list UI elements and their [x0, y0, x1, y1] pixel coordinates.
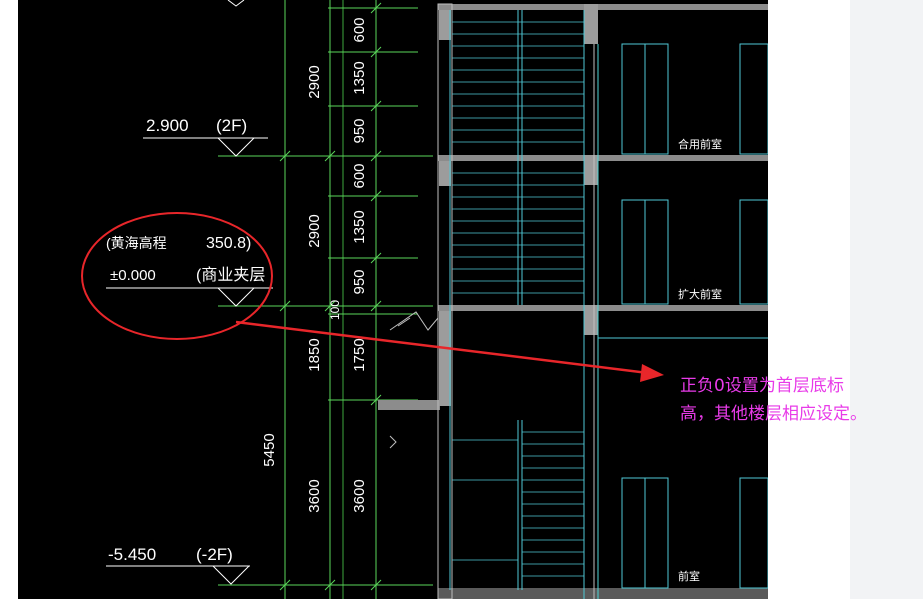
level-0-value: ±0.000	[110, 267, 156, 284]
cad-drawing-canvas[interactable]: 2.900 (2F) (黄海高程 350.8) ±0.000 (商业夹层 -5.…	[18, 0, 769, 600]
level-labels: 2.900 (2F) (黄海高程 350.8) ±0.000 (商业夹层 -5.…	[106, 116, 265, 564]
dim-1750: 1750	[351, 338, 368, 371]
dim-5450: 5450	[261, 433, 278, 466]
level-0-floor: (商业夹层	[196, 266, 265, 284]
dim-1850: 1850	[306, 338, 323, 371]
dim-950-a: 950	[351, 118, 368, 143]
dim-3600-b: 3600	[351, 479, 368, 512]
level-0-note-prefix: (黄海高程	[106, 235, 167, 251]
level-minus-2f-value: -5.450	[108, 545, 156, 564]
room-label-1: 合用前室	[678, 137, 722, 151]
level-2f-floor: (2F)	[216, 116, 247, 135]
doors	[598, 43, 769, 589]
dim-950-b: 950	[351, 269, 368, 294]
level-2f-value: 2.900	[146, 116, 189, 135]
building-section	[378, 3, 768, 600]
level-minus-2f-floor: (-2F)	[196, 545, 233, 564]
level-markers	[106, 0, 273, 585]
dim-1350-a: 1350	[351, 61, 368, 94]
stair-treads	[389, 10, 585, 599]
dim-600-b: 600	[351, 163, 368, 188]
dimension-lines	[218, 0, 433, 599]
level-0-note-value: 350.8)	[206, 235, 251, 252]
left-gutter	[0, 0, 18, 599]
dim-1350-b: 1350	[351, 210, 368, 243]
dim-3600-a: 3600	[306, 479, 323, 512]
dim-2900-a: 2900	[306, 65, 323, 98]
annotation-text-line-1: 正负0设置为首层底标	[680, 376, 844, 396]
dimension-texts: 600 1350 950 600 1350 950 2900 2900 100 …	[261, 17, 368, 512]
room-labels: 合用前室 扩大前室 前室	[678, 137, 722, 583]
annotation-text-line-2: 高，其他楼层相应设定。	[680, 404, 867, 424]
room-label-2: 扩大前室	[678, 287, 722, 301]
room-label-3: 前室	[678, 569, 700, 583]
section-drawing: 2.900 (2F) (黄海高程 350.8) ±0.000 (商业夹层 -5.…	[106, 0, 769, 600]
dim-2900-b: 2900	[306, 214, 323, 247]
dim-100: 100	[328, 300, 342, 320]
right-side-panel	[850, 0, 923, 599]
dim-600-a: 600	[351, 17, 368, 42]
